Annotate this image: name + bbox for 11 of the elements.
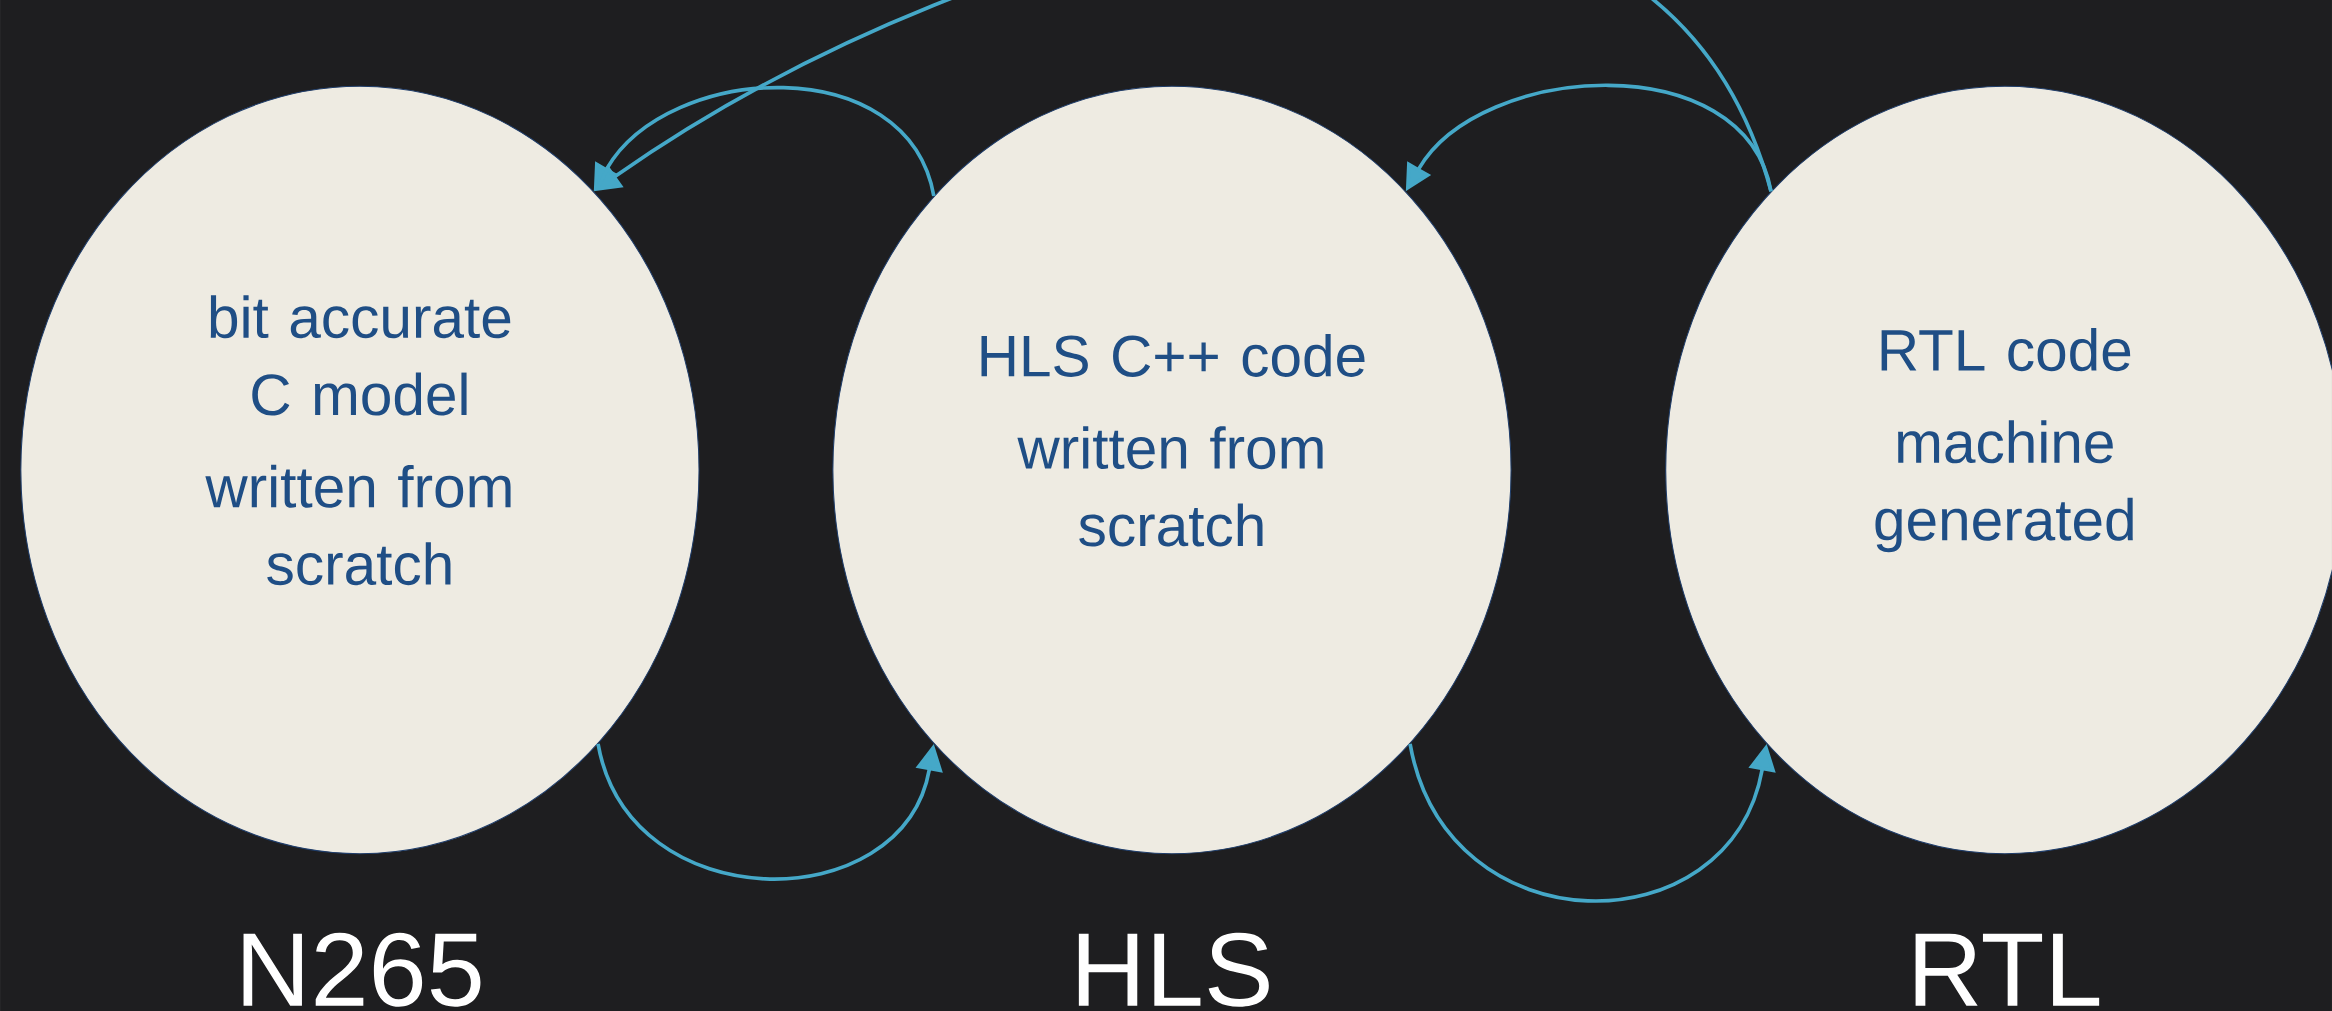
node-text: RTL code machine generated	[1875, 327, 2133, 553]
layer-label: RTL	[1915, 933, 2100, 1006]
node-text: HLS C++ code written from scratch	[981, 333, 1365, 547]
arrow	[593, 85, 936, 197]
node-text: bit accurate C model written from scratch	[205, 295, 511, 586]
layer-label: N265	[243, 932, 481, 1007]
layer-label: HLS	[1078, 932, 1269, 1007]
ellipse-node	[1665, 85, 2332, 855]
arrow	[596, 743, 943, 881]
ellipse-node	[20, 85, 700, 855]
ellipse-node	[832, 85, 1512, 855]
